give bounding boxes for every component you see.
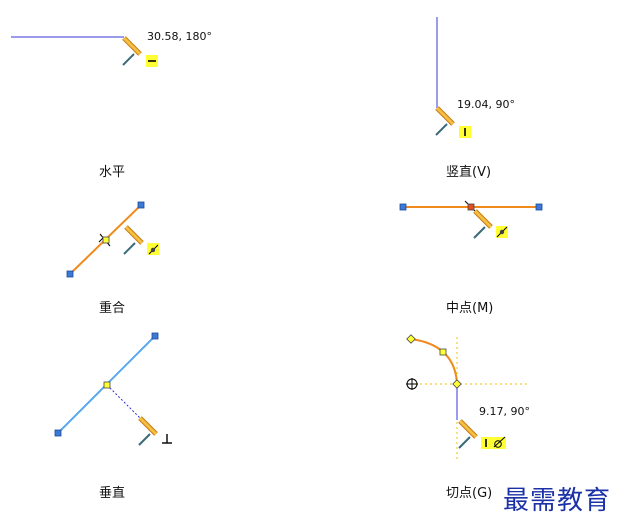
vertical-relation-icon <box>481 437 492 449</box>
origin-icon <box>406 378 418 390</box>
vertical-panel <box>435 17 471 138</box>
horizontal-panel <box>11 36 158 67</box>
tangent-caption: 切点(G) <box>446 486 493 501</box>
horizontal-length-angle-readout: 30.58, 180° <box>147 30 212 43</box>
line-endpoint <box>137 201 145 209</box>
perpendicular-relation-icon <box>162 434 172 444</box>
coincident-relation-icon <box>147 243 159 255</box>
vertical-length-angle-readout: 19.04, 90° <box>457 98 515 111</box>
arc-end-point <box>452 379 462 389</box>
midpoint-caption: 中点(M) <box>446 301 494 316</box>
tangent-relation-icon <box>492 436 506 449</box>
line-endpoint <box>66 270 74 278</box>
perpendicular-guide-line <box>106 384 141 419</box>
midpoint-panel <box>399 200 543 239</box>
line-endpoint <box>54 429 62 437</box>
pencil-cursor-icon <box>435 106 455 136</box>
pencil-cursor-icon <box>458 419 478 449</box>
vertical-relation-icon <box>459 126 471 138</box>
horizontal-caption: 水平 <box>99 165 126 180</box>
horizontal-relation-icon <box>146 55 158 67</box>
pencil-cursor-icon <box>138 416 158 446</box>
arc-start-point <box>406 334 416 344</box>
coincident-caption: 重合 <box>99 301 126 316</box>
tangent-panel <box>406 334 530 462</box>
tangent-length-angle-readout: 9.17, 90° <box>479 405 530 418</box>
line-endpoint <box>151 332 159 340</box>
vertical-caption: 竖直(V) <box>446 165 492 180</box>
midpoint-relation-icon <box>496 226 508 238</box>
perpendicular-caption: 垂直 <box>99 486 126 501</box>
line-endpoint <box>399 203 407 211</box>
pencil-cursor-icon <box>473 209 493 239</box>
watermark-logo: 最需教育 <box>503 486 612 516</box>
perpendicular-foot-point <box>103 381 111 389</box>
arc-mid-point <box>439 348 447 356</box>
perpendicular-panel <box>54 332 172 446</box>
line-endpoint <box>535 203 543 211</box>
coincident-panel <box>66 201 159 278</box>
tangent-arc <box>410 338 458 385</box>
pencil-cursor-icon <box>123 225 144 255</box>
coincident-point-marker <box>98 233 111 247</box>
pencil-cursor-icon <box>122 36 142 66</box>
